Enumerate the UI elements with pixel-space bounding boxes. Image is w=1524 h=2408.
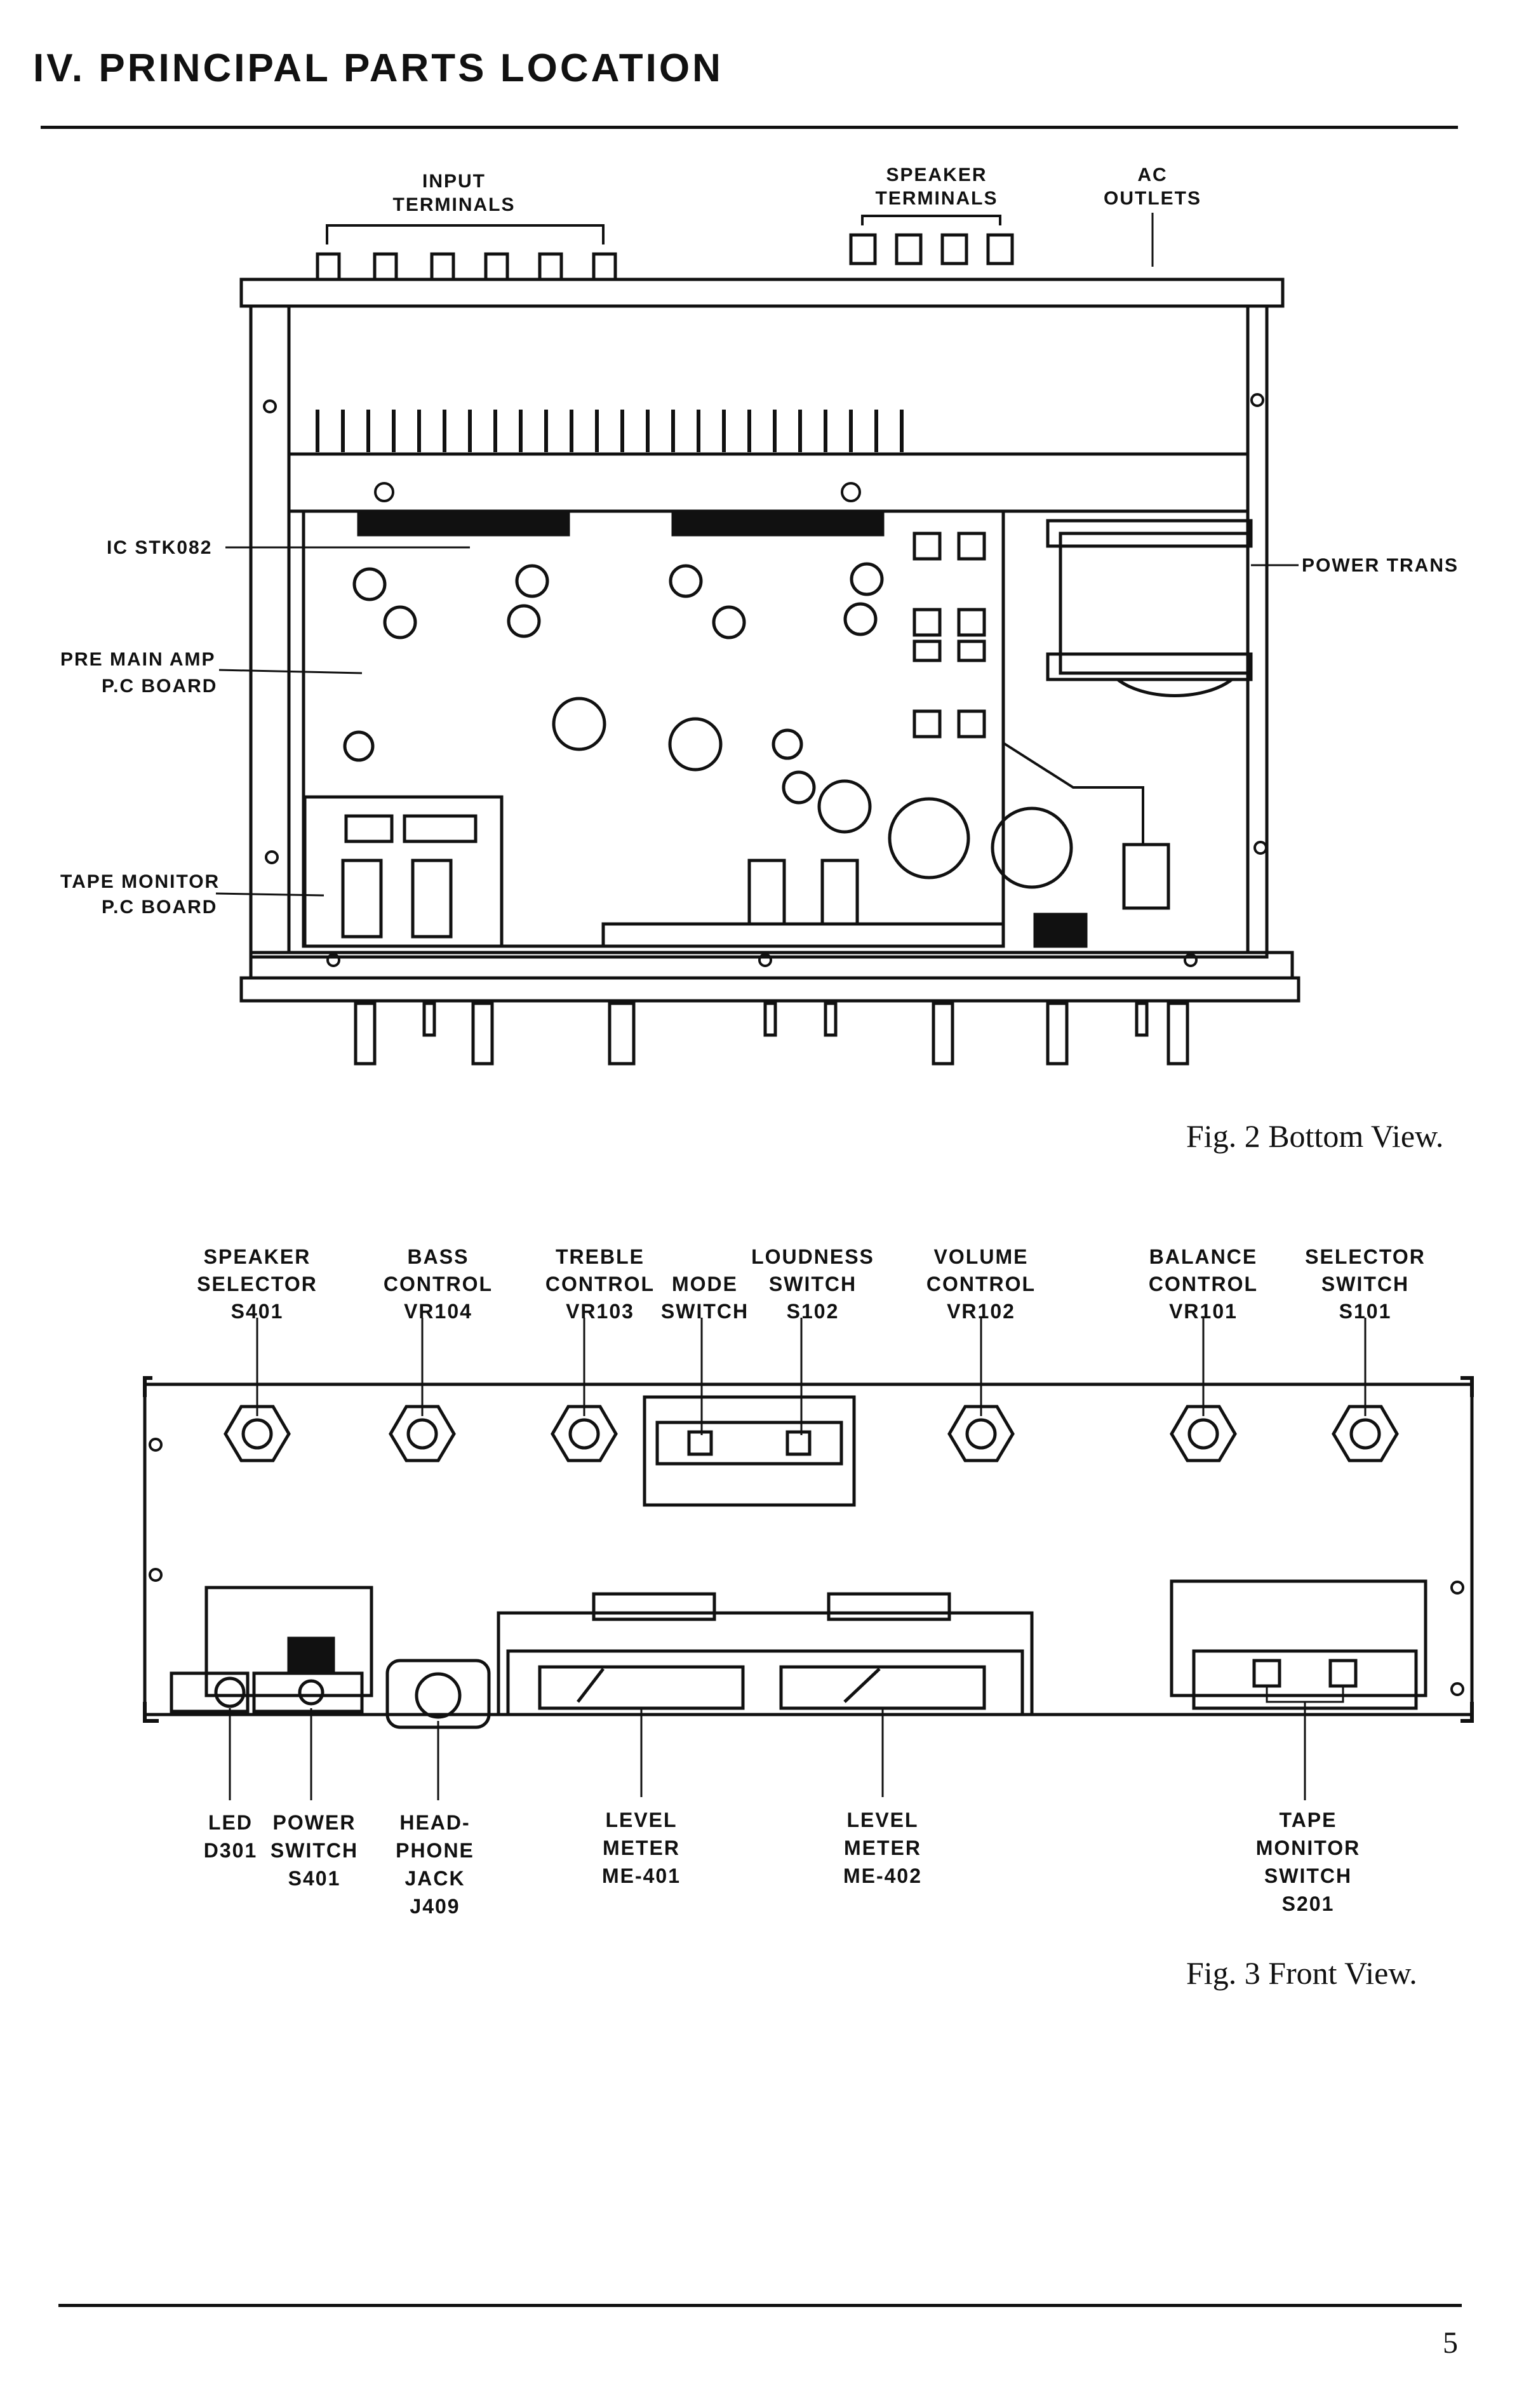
ic-block-2 [671,512,885,537]
headphone-jack-label: HEAD- PHONE JACK J409 [396,1811,474,1918]
level-meter-me401 [538,1665,745,1710]
page-title: IV. PRINCIPAL PARTS LOCATION [33,46,723,90]
tape-monitor-board-label-1: TAPE MONITOR [60,871,220,892]
chassis-outline [249,304,1269,959]
treble-control-label: TREBLE CONTROL VR103 [545,1245,655,1323]
volume-control-label: VOLUME CONTROL VR102 [926,1245,1036,1323]
bass-control-label: BASS CONTROL VR104 [383,1245,493,1323]
power-trans-label: POWER TRANS [1302,555,1459,576]
speaker-selector-label: SPEAKER SELECTOR S401 [197,1245,318,1323]
rear-panel-strip [239,278,1285,308]
led-d301 [170,1671,250,1713]
input-terminals-label-2: TERMINALS [393,194,516,215]
footer-rule [58,2304,1462,2307]
led-label: LED D301 [203,1811,258,1862]
fig3-leader-lines [229,1318,1367,1800]
heatsink-fins [316,410,904,452]
mode-switch-label: MODE SWITCH [660,1273,749,1323]
loudness-switch-label: LOUDNESS SWITCH S102 [751,1245,874,1323]
front-view-diagram [143,1318,1474,1800]
speaker-terminals-label-1: SPEAKER [886,164,987,185]
level-meter-me402 [779,1665,986,1710]
level-meter-401-label: LEVEL METER ME-401 [601,1809,681,1887]
ic-label: IC STK082 [107,537,212,558]
ic-stk082 [357,512,570,537]
title-rule [41,126,1458,129]
tape-monitor-switch-s201 [1192,1649,1418,1710]
speaker-terminal-block [849,233,1014,265]
loudness-switch [785,1430,812,1456]
input-terminals-label-1: INPUT [422,171,486,192]
fig2-caption: Fig. 2 Bottom View. [1186,1118,1444,1154]
tape-monitor-switch-label: TAPE MONITOR SWITCH S201 [1255,1809,1361,1915]
board-components [343,532,1073,889]
page-number: 5 [1443,2326,1458,2360]
tape-monitor-board-label-2: P.C BOARD [102,897,217,918]
front-board-strip [601,922,1005,948]
ac-outlets-label-2: OUTLETS [1104,188,1201,209]
screw-holes [263,393,1267,967]
pre-main-amp-label-2: P.C BOARD [102,676,217,697]
bottom-view-diagram: INPUT TERMINALS SPEAKER TERMINALS AC OUT… [60,164,1459,1066]
fig3-caption: Fig. 3 Front View. [1186,1955,1417,1991]
pre-main-amp-label-1: PRE MAIN AMP [60,649,216,670]
power-switch-label: POWER SWITCH S401 [270,1811,359,1890]
mode-switch [687,1430,713,1456]
level-meter-402-label: LEVEL METER ME-402 [843,1809,923,1887]
heatsink-bar [287,452,1250,513]
front-controls [224,1405,1399,1462]
fig2-leader-lines [215,213,1299,897]
balance-control-label: BALANCE CONTROL VR101 [1148,1245,1259,1323]
selector-switch-label: SELECTOR SWITCH S101 [1305,1245,1426,1323]
tape-monitor-board [303,795,504,948]
power-switch-s401 [252,1671,364,1713]
speaker-terminals-label-2: TERMINALS [876,188,998,209]
front-knob-shafts [354,1001,1189,1066]
power-transformer [1046,519,1253,697]
input-terminal-jacks [316,252,617,281]
mode-loudness-switch-panel [643,1395,856,1507]
ac-outlets-label-1: AC [1137,164,1167,185]
pre-main-amp-board [302,511,1005,948]
